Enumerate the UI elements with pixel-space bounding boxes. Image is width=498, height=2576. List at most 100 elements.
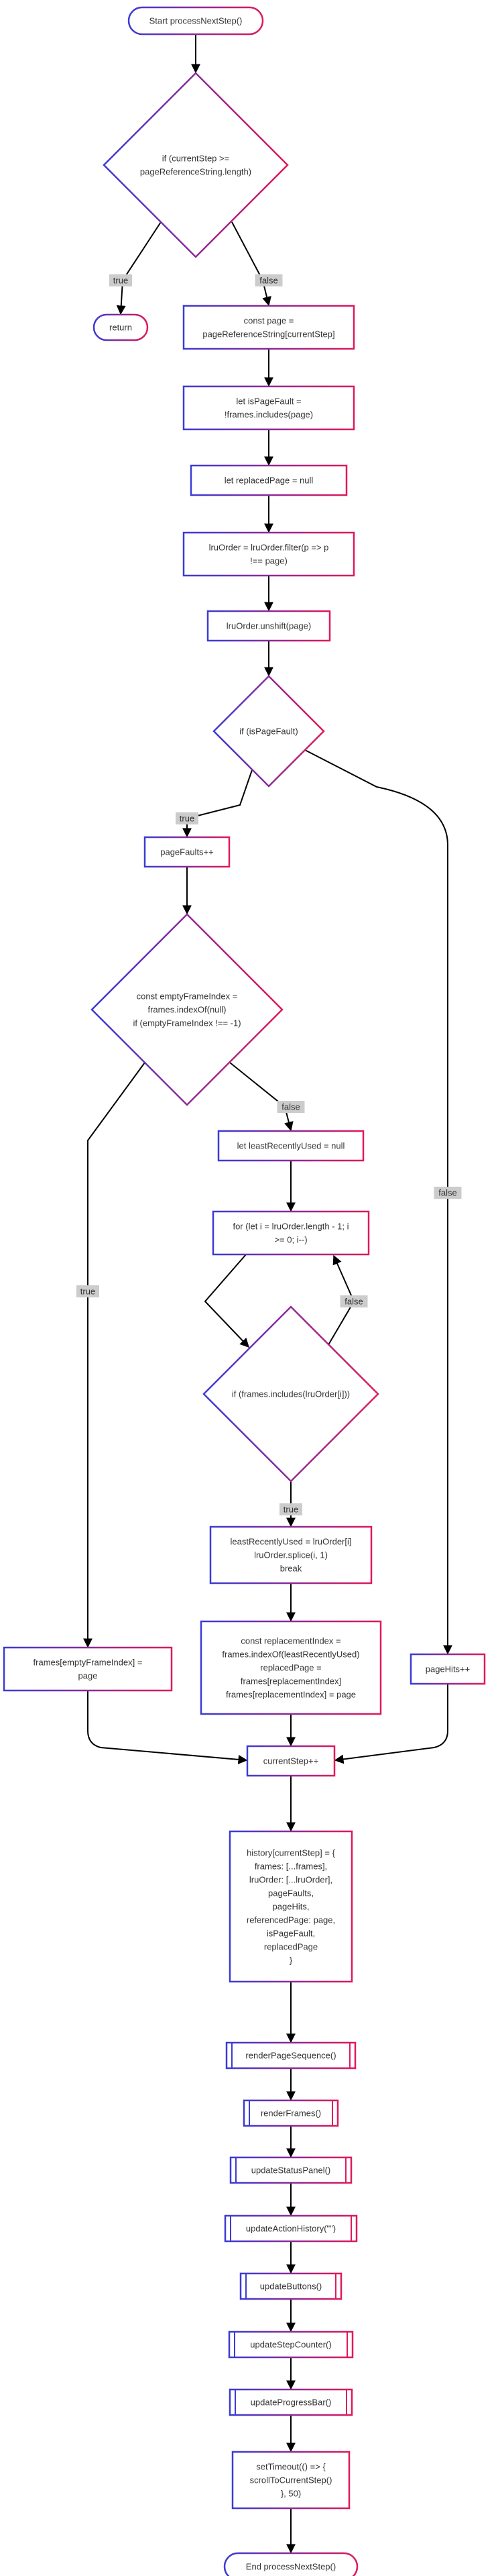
edge-label-false: false <box>434 1187 462 1199</box>
edge-label-true: true <box>76 1285 99 1297</box>
node-text: lruOrder.unshift(page) <box>227 621 311 631</box>
edge-empty-frames <box>83 1062 145 1648</box>
node-return: return <box>92 313 149 341</box>
node-text: const replacementIndex = <box>241 1636 340 1646</box>
node-text: pageReferenceString.length) <box>140 167 251 177</box>
node-replaced-page: let replacedPage = null <box>190 464 348 496</box>
node-lru-assign: leastRecentlyUsed = lruOrder[i] lruOrder.… <box>209 1525 373 1585</box>
node-text: break <box>280 1564 302 1574</box>
node-text: const page = <box>244 316 294 326</box>
edge-label-text: false <box>345 1297 363 1307</box>
node-text: updateButtons() <box>260 2282 322 2292</box>
node-cond-fault: if (isPageFault) <box>212 675 325 788</box>
node-text: let replacedPage = null <box>225 476 314 486</box>
node-text: frames: [...frames], <box>255 1862 327 1872</box>
nodes-layer: Start processNextStep() if (currentStep >… <box>3 6 486 2576</box>
node-progress-bar: updateProgressBar() <box>229 2388 353 2416</box>
node-render-seq: renderPageSequence() <box>225 2041 357 2070</box>
node-text: frames.indexOf(null) <box>147 1005 226 1015</box>
node-text: frames[replacementIndex] <box>241 1676 341 1686</box>
node-text: frames.indexOf(leastRecentlyUsed) <box>222 1650 359 1660</box>
node-status-panel: updateStatusPanel() <box>229 2156 353 2184</box>
edge-label-text: true <box>80 1287 95 1297</box>
edge-label-false: false <box>277 1101 305 1113</box>
node-text: updateProgressBar() <box>251 2398 332 2408</box>
node-text: if (isPageFault) <box>239 727 298 737</box>
node-text: pageReferenceString[currentStep] <box>202 329 334 339</box>
node-text: } <box>290 1955 293 1966</box>
edge-pagehits-step <box>334 1684 448 1764</box>
node-page-faults-inc: pageFaults++ <box>143 836 231 868</box>
node-text: lruOrder.splice(i, 1) <box>254 1550 328 1560</box>
edge-frames-step <box>87 1690 248 1764</box>
edge-cond-pagehits <box>303 749 452 1655</box>
edge-label-text: false <box>438 1188 456 1198</box>
node-text: if (emptyFrameIndex !== -1) <box>133 1018 241 1028</box>
node-timeout: setTimeout(() => { scrollToCurrentStep()}… <box>231 2451 351 2510</box>
node-lru-unshift: lruOrder.unshift(page) <box>206 610 331 642</box>
node-step-counter: updateStepCounter() <box>228 2330 354 2359</box>
node-text: return <box>109 323 132 333</box>
edge-cond-pagefaults <box>182 769 253 838</box>
edge-label-true: true <box>279 1503 302 1515</box>
edge-label-true: true <box>109 274 132 286</box>
edge-label-false: false <box>340 1295 368 1307</box>
node-text: referencedPage: page, <box>247 1915 335 1925</box>
node-cond-empty: const emptyFrameIndex = frames.indexOf(nu… <box>90 913 284 1106</box>
edge-label-text: true <box>113 276 128 286</box>
node-text: for (let i = lruOrder.length - 1; i <box>233 1222 349 1232</box>
node-step-inc: currentStep++ <box>246 1745 336 1777</box>
node-text: replacedPage <box>264 1942 318 1952</box>
node-text: scrollToCurrentStep() <box>250 2475 332 2485</box>
node-text: let isPageFault = <box>236 396 301 407</box>
edge-label-true: true <box>176 812 198 824</box>
node-text: updateStepCounter() <box>250 2340 331 2350</box>
edge-label-text: true <box>180 814 194 824</box>
node-least-recently: let leastRecentlyUsed = null <box>217 1130 365 1162</box>
node-text: history[currentStep] = { <box>247 1848 336 1858</box>
node-cond-step: if (currentStep >=pageReferenceString.le… <box>103 72 289 258</box>
node-for-loop: for (let i = lruOrder.length - 1; i >= 0;… <box>212 1210 370 1256</box>
edge-label-false: false <box>255 274 283 286</box>
node-replacement: const replacementIndex = frames.indexOf(l… <box>200 1620 382 1715</box>
node-buttons: updateButtons() <box>239 2272 343 2300</box>
edge-labels-layer: true false true true false false true false <box>76 274 462 1515</box>
node-text: updateActionHistory("") <box>246 2224 336 2234</box>
node-frames-empty: frames[emptyFrameIndex] =page <box>3 1646 173 1692</box>
node-text: replacedPage = <box>260 1663 321 1673</box>
node-text: if (frames.includes(lruOrder[i])) <box>232 1389 350 1399</box>
node-text: lruOrder: [...lruOrder], <box>249 1875 332 1885</box>
node-history: history[currentStep] = { frames: [...fram… <box>229 1830 353 1983</box>
node-text: setTimeout(() => { <box>256 2462 326 2472</box>
node-const-page: const page = pageReferenceString[currentS… <box>182 305 355 350</box>
node-is-page-fault: let isPageFault =!frames.includes(page) <box>182 385 355 431</box>
node-text: pageHits, <box>273 1902 310 1912</box>
node-text: frames[emptyFrameIndex] = <box>34 1658 143 1668</box>
edge-label-text: false <box>282 1102 300 1112</box>
node-text: pageFaults++ <box>160 847 214 857</box>
node-start: Start processNextStep() <box>127 6 264 36</box>
node-text: isPageFault, <box>267 1929 315 1939</box>
node-end: End processNextStep() <box>223 2552 359 2576</box>
node-render-frames: renderFrames() <box>243 2099 339 2127</box>
node-text: pageHits++ <box>426 1664 471 1674</box>
node-page-hits: pageHits++ <box>410 1653 486 1685</box>
node-text: let leastRecentlyUsed = null <box>237 1141 345 1151</box>
node-text: >= 0; i--) <box>274 1235 307 1245</box>
node-text: leastRecentlyUsed = lruOrder[i] <box>231 1537 352 1547</box>
node-text: updateStatusPanel() <box>251 2165 331 2176</box>
node-action-history: updateActionHistory("") <box>224 2214 358 2243</box>
node-text: Start processNextStep() <box>149 16 243 26</box>
node-text: !== page) <box>250 556 288 566</box>
node-lru-filter: lruOrder = lruOrder.filter(p => p !== pag… <box>182 531 355 577</box>
node-text: lruOrder = lruOrder.filter(p => p <box>209 543 329 553</box>
node-text: pageFaults, <box>268 1888 314 1898</box>
node-text: }, 50) <box>281 2489 301 2499</box>
node-text: frames[replacementIndex] = page <box>226 1690 356 1700</box>
node-text: const emptyFrameIndex = <box>137 991 238 1002</box>
edge-cond-const-page <box>231 221 271 307</box>
node-text: currentStep++ <box>263 1756 318 1766</box>
edge-cond-return <box>116 221 162 315</box>
edge-empty-least <box>229 1062 294 1132</box>
